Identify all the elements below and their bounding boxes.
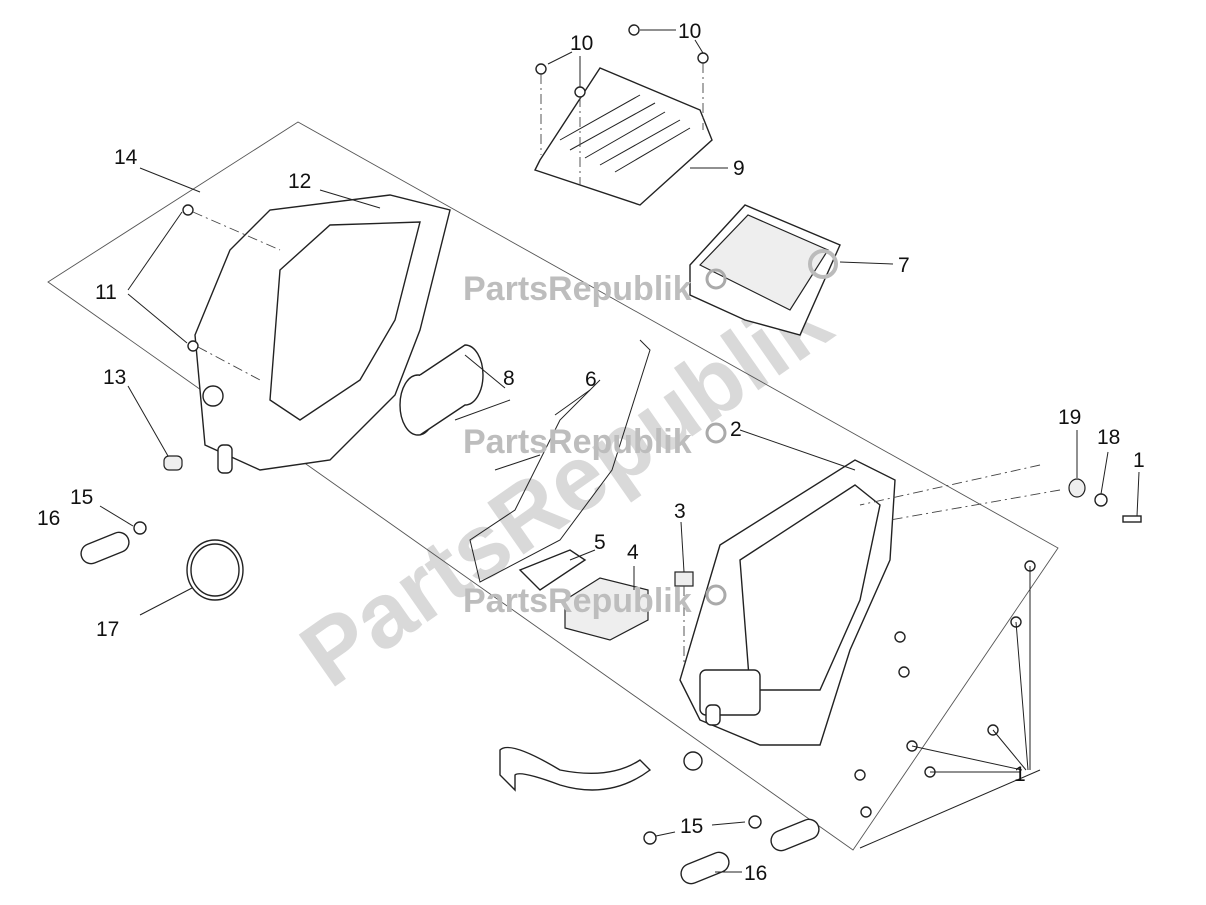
part-18-washer[interactable] — [1094, 451, 1109, 507]
gear-icon — [705, 584, 727, 606]
part-12-housing-cover[interactable] — [194, 189, 451, 474]
callout-10[interactable]: 10 — [678, 20, 701, 43]
callout-1[interactable]: 1 — [1014, 763, 1026, 786]
callout-12[interactable]: 12 — [288, 170, 311, 193]
callout-4[interactable]: 4 — [627, 541, 639, 564]
part-16-cap-left[interactable] — [78, 529, 132, 566]
callout-11[interactable]: 11 — [95, 281, 117, 304]
part-16-caps-bottom[interactable] — [678, 816, 822, 886]
part-17-hose-clamp[interactable] — [139, 539, 244, 616]
callout-3[interactable]: 3 — [674, 500, 686, 523]
callout-14[interactable]: 14 — [114, 146, 138, 169]
callout-13[interactable]: 13 — [103, 366, 126, 389]
callout-17[interactable]: 17 — [96, 618, 119, 641]
callout-19[interactable]: 19 — [1058, 406, 1081, 429]
callout-15[interactable]: 15 — [70, 486, 93, 509]
watermark-logos: PartsRepublik PartsRepublik PartsRepubli… — [463, 249, 838, 620]
part-hose[interactable] — [499, 746, 703, 792]
part-3-sensor[interactable] — [674, 521, 694, 680]
part-15-clip-left[interactable] — [99, 505, 147, 535]
callout-15[interactable]: 15 — [680, 815, 703, 838]
assembly-frame — [47, 121, 1059, 851]
part-10-screws[interactable] — [535, 24, 709, 185]
part-11-screws[interactable] — [127, 204, 281, 381]
part-8-intake-rubber[interactable] — [399, 344, 506, 436]
callout-7[interactable]: 7 — [898, 254, 910, 277]
callout-16[interactable]: 16 — [37, 507, 60, 530]
part-5-seal[interactable] — [518, 549, 596, 591]
part-15-clips-bottom[interactable] — [643, 815, 762, 845]
svg-text:PartsRepublik: PartsRepublik — [463, 423, 692, 461]
part-6-gasket[interactable] — [454, 339, 651, 583]
callout-10[interactable]: 10 — [570, 32, 593, 55]
gear-icon — [808, 249, 838, 279]
svg-text:PartsRepublik: PartsRepublik — [463, 270, 692, 308]
part-9-filter-cover[interactable] — [534, 67, 728, 206]
callout-16[interactable]: 16 — [744, 862, 767, 885]
part-7-air-filter[interactable] — [689, 204, 894, 336]
part-13-plug[interactable] — [127, 385, 183, 471]
callout-5[interactable]: 5 — [594, 531, 606, 554]
callout-18[interactable]: 18 — [1097, 426, 1120, 449]
gear-icon — [705, 268, 727, 290]
part-4-foam-block[interactable] — [564, 566, 649, 641]
gear-icon — [705, 422, 727, 444]
part-19-grommet[interactable] — [1068, 430, 1086, 498]
callout-9[interactable]: 9 — [733, 157, 745, 180]
part-2-filter-housing[interactable] — [679, 429, 896, 746]
callout-1[interactable]: 1 — [1133, 449, 1145, 472]
part-1-screw-top[interactable] — [1122, 471, 1142, 523]
callout-6[interactable]: 6 — [585, 368, 597, 391]
part-1-screws[interactable] — [854, 560, 1041, 849]
callout-8[interactable]: 8 — [503, 367, 515, 390]
callout-2[interactable]: 2 — [730, 418, 742, 441]
svg-text:PartsRepublik: PartsRepublik — [463, 582, 692, 620]
